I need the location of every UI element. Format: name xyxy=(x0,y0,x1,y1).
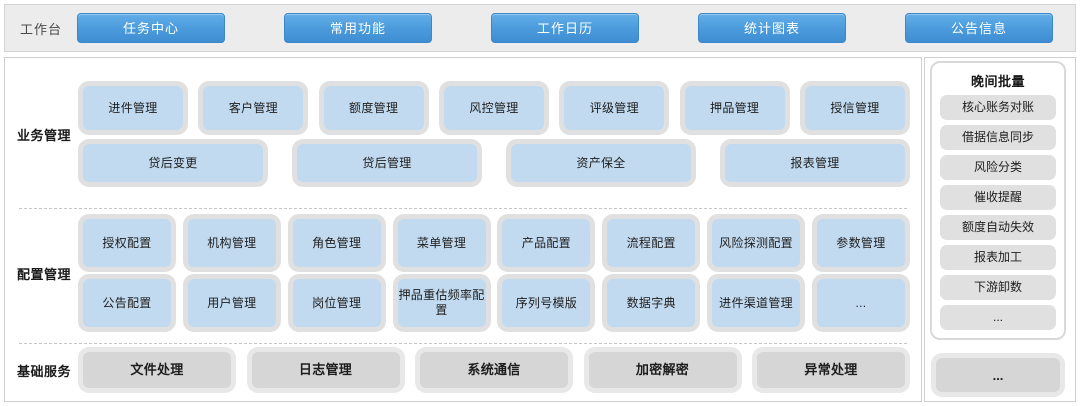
tile-authorization-config[interactable]: 授权配置 xyxy=(83,219,171,267)
tile-asset-preservation[interactable]: 资产保全 xyxy=(511,144,691,182)
tile-process-config[interactable]: 流程配置 xyxy=(607,219,696,267)
configuration-tile-row-2: 公告配置 用户管理 岗位管理 押品重估频率配置 序列号模版 数据字典 进件渠道管… xyxy=(83,279,905,327)
section-body-configuration-management: 授权配置 机构管理 角色管理 菜单管理 产品配置 流程配置 风险探测配置 参数管… xyxy=(83,219,921,327)
tile-exception-handling[interactable]: 异常处理 xyxy=(757,352,905,388)
batch-item-quota-auto-expiration[interactable]: 额度自动失效 xyxy=(940,215,1056,240)
tile-organization-management[interactable]: 机构管理 xyxy=(187,219,276,267)
section-divider-2 xyxy=(19,343,907,344)
tile-post-loan-change[interactable]: 贷后变更 xyxy=(83,144,263,182)
tile-parameter-management[interactable]: 参数管理 xyxy=(816,219,905,267)
tab-work-calendar[interactable]: 工作日历 xyxy=(491,13,639,43)
tab-announcement[interactable]: 公告信息 xyxy=(905,13,1053,43)
section-basic-services: 基础服务 文件处理 日志管理 系统通信 加密解密 异常处理 xyxy=(5,340,921,400)
tab-statistics-chart[interactable]: 统计图表 xyxy=(698,13,846,43)
configuration-tile-row-1: 授权配置 机构管理 角色管理 菜单管理 产品配置 流程配置 风险探测配置 参数管… xyxy=(83,219,905,267)
header-tab-group: 任务中心 常用功能 工作日历 统计图表 公告信息 xyxy=(77,13,1075,43)
tile-post-loan-management[interactable]: 贷后管理 xyxy=(297,144,477,182)
tile-customer-management[interactable]: 客户管理 xyxy=(203,86,304,130)
batch-item-risk-classification[interactable]: 风险分类 xyxy=(940,155,1056,180)
batch-item-core-account-reconciliation[interactable]: 核心账务对账 xyxy=(940,95,1056,120)
module-map-card: 业务管理 进件管理 客户管理 额度管理 风控管理 评级管理 押品管理 授信管理 … xyxy=(4,57,922,402)
batch-item-downstream-unload[interactable]: 下游卸数 xyxy=(940,275,1056,300)
tab-task-center[interactable]: 任务中心 xyxy=(77,13,225,43)
tile-incoming-channel-management[interactable]: 进件渠道管理 xyxy=(712,279,801,327)
tile-collateral-revaluation-frequency-config[interactable]: 押品重估频率配置 xyxy=(397,279,486,327)
section-business-management: 业务管理 进件管理 客户管理 额度管理 风控管理 评级管理 押品管理 授信管理 … xyxy=(5,58,921,206)
tile-system-communication[interactable]: 系统通信 xyxy=(420,352,568,388)
tile-report-management[interactable]: 报表管理 xyxy=(725,144,905,182)
batch-item-loan-receipt-sync[interactable]: 借据信息同步 xyxy=(940,125,1056,150)
section-label-business-management: 业务管理 xyxy=(16,127,71,143)
workbench-header-bar: 工作台 任务中心 常用功能 工作日历 统计图表 公告信息 xyxy=(4,4,1076,52)
tile-risk-control-management[interactable]: 风控管理 xyxy=(443,86,544,130)
tile-announcement-config[interactable]: 公告配置 xyxy=(83,279,171,327)
section-label-basic-services: 基础服务 xyxy=(16,363,71,379)
right-column-more-tile[interactable]: ... xyxy=(936,358,1060,392)
tab-common-function[interactable]: 常用功能 xyxy=(284,13,432,43)
tile-collateral-management[interactable]: 押品管理 xyxy=(684,86,785,130)
tile-file-processing[interactable]: 文件处理 xyxy=(83,352,231,388)
section-body-basic-services: 文件处理 日志管理 系统通信 加密解密 异常处理 xyxy=(83,352,921,388)
batch-item-more[interactable]: ... xyxy=(940,305,1056,330)
batch-item-collection-reminder[interactable]: 催收提醒 xyxy=(940,185,1056,210)
tile-encryption-decryption[interactable]: 加密解密 xyxy=(588,352,737,388)
tile-credit-management[interactable]: 授信管理 xyxy=(804,86,905,130)
tile-configuration-more[interactable]: ... xyxy=(816,279,905,327)
basic-services-tile-row: 文件处理 日志管理 系统通信 加密解密 异常处理 xyxy=(83,352,905,388)
tile-rating-management[interactable]: 评级管理 xyxy=(564,86,665,130)
tile-serial-number-template[interactable]: 序列号模版 xyxy=(502,279,591,327)
tile-menu-management[interactable]: 菜单管理 xyxy=(397,219,486,267)
tile-log-management[interactable]: 日志管理 xyxy=(251,352,400,388)
workbench-label: 工作台 xyxy=(19,21,62,37)
batch-item-report-processing[interactable]: 报表加工 xyxy=(940,245,1056,270)
tile-quota-management[interactable]: 额度管理 xyxy=(323,86,424,130)
section-label-configuration-management: 配置管理 xyxy=(16,266,71,282)
tile-incoming-management[interactable]: 进件管理 xyxy=(83,86,183,130)
tile-role-management[interactable]: 角色管理 xyxy=(292,219,381,267)
section-divider-1 xyxy=(19,208,907,209)
business-tile-row-1: 进件管理 客户管理 额度管理 风控管理 评级管理 押品管理 授信管理 xyxy=(83,86,905,130)
business-tile-row-2: 贷后变更 贷后管理 资产保全 报表管理 xyxy=(83,144,905,182)
night-batch-title: 晚间批量 xyxy=(970,74,1025,89)
tile-post-management[interactable]: 岗位管理 xyxy=(292,279,381,327)
tile-user-management[interactable]: 用户管理 xyxy=(187,279,276,327)
tile-risk-detection-config[interactable]: 风险探测配置 xyxy=(712,219,801,267)
section-body-business-management: 进件管理 客户管理 额度管理 风控管理 评级管理 押品管理 授信管理 贷后变更 … xyxy=(83,86,921,182)
section-configuration-management: 配置管理 授权配置 机构管理 角色管理 菜单管理 产品配置 流程配置 风险探测配… xyxy=(5,206,921,340)
tile-product-config[interactable]: 产品配置 xyxy=(502,219,591,267)
night-batch-panel: 晚间批量 核心账务对账 借据信息同步 风险分类 催收提醒 额度自动失效 报表加工… xyxy=(930,61,1066,340)
tile-data-dictionary[interactable]: 数据字典 xyxy=(607,279,696,327)
